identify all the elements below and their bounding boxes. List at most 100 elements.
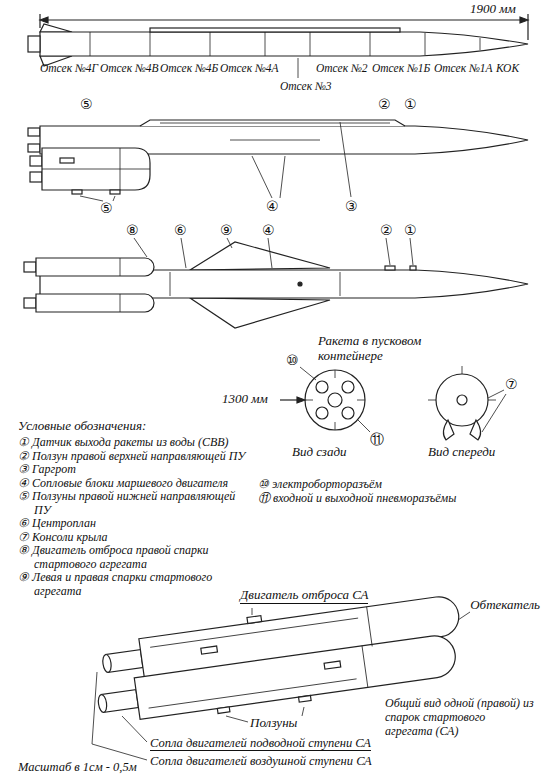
callout-number: ④: [266, 198, 279, 214]
missile-side-view-middle: [160, 123, 390, 140]
legend-entry: ⑧ Двигатель отброса правой спарки старто…: [18, 544, 246, 571]
container-end-views: [428, 366, 496, 400]
missile-side-view-bottom: [24, 298, 36, 308]
part-label: Обтекатель: [470, 598, 540, 613]
missile-side-view-top: [28, 14, 528, 78]
missile-side-view-top: [90, 32, 480, 56]
booster-pod-view: [299, 695, 312, 702]
callout-number: ⑤: [100, 200, 113, 216]
container-end-views: [342, 407, 354, 419]
legend-entry: ⑥ Центроплан: [18, 517, 246, 531]
missile-side-view-middle: [28, 120, 528, 201]
missile-side-view-bottom: [134, 238, 413, 268]
part-label: Двигатель отброса СА: [240, 588, 368, 604]
compartment-label: Отсек №1А: [434, 62, 493, 75]
missile-side-view-top: [40, 32, 528, 56]
callout-number: ①: [404, 96, 417, 112]
callout-number: ②: [380, 222, 393, 238]
missile-side-view-bottom: [298, 282, 302, 286]
missile-side-view-middle: [28, 144, 40, 152]
missile-side-view-top: [28, 36, 40, 52]
compartment-label: Отсек №4В: [100, 62, 159, 75]
booster-pod-view: [247, 616, 262, 624]
part-label: Сопла двигателей подводной ступени СА: [150, 736, 371, 751]
container-end-views: [482, 390, 506, 432]
container-end-views: [300, 367, 370, 432]
container-end-views: [328, 393, 342, 407]
container-end-views: [280, 366, 506, 440]
compartment-label: Отсек №2: [316, 62, 368, 75]
booster-pod-view: [201, 646, 218, 654]
compartment-label: КОК: [496, 62, 519, 75]
container-end-views: [316, 407, 328, 419]
part-label: Сопла двигателей воздушной ступени СА: [150, 754, 372, 768]
missile-side-view-middle: [80, 122, 351, 201]
compartment-label: Отсек №4Б: [160, 62, 218, 75]
legend-heading: Условные обозначения:: [18, 419, 146, 434]
container-end-views: [316, 381, 328, 393]
callout-number: ⑥: [174, 222, 187, 238]
missile-side-view-top: [40, 17, 48, 23]
legend-entry: ⑤ Ползуны правой нижней направляющей ПУ: [18, 490, 246, 517]
callout-number: ④: [262, 222, 275, 238]
missile-side-view-middle: [110, 190, 120, 194]
missile-side-view-bottom: [24, 262, 36, 272]
missile-side-view-bottom: [190, 298, 330, 328]
legend-entry: ② Ползун правой верхней направляющей ПУ: [18, 450, 246, 464]
callout-number: ⑨: [220, 222, 233, 238]
missile-side-view-top: [150, 28, 400, 32]
missile-side-view-bottom: [190, 242, 330, 270]
view-caption: Общий вид одной (правой) из спарок старт…: [385, 697, 535, 738]
container-end-views: [436, 374, 488, 426]
legend-entry: ③ Гаргрот: [18, 463, 246, 477]
callout-number: ⑦: [505, 376, 518, 392]
dimension-label: 1900 мм: [470, 2, 516, 17]
missile-side-view-middle: [42, 148, 150, 190]
booster-pod-view: [97, 694, 107, 713]
callout-number: ⑪: [370, 431, 384, 447]
container-end-views: [443, 420, 454, 440]
booster-pod-view: [102, 654, 112, 673]
missile-side-view-middle: [60, 158, 74, 163]
booster-pod-view: [324, 661, 341, 669]
legend-entry: ⑪ входной и выходной пневморазъёмы: [258, 492, 538, 506]
missile-side-view-bottom: [120, 258, 340, 312]
missile-side-view-bottom: [36, 258, 154, 276]
missile-side-view-top: [520, 17, 528, 23]
callout-number: ③: [345, 198, 358, 214]
compartment-label: Отсек №1Б: [372, 62, 430, 75]
legend-list: ① Датчик выхода ракеты из воды (СВВ)② По…: [18, 436, 246, 598]
missile-side-view-bottom: [24, 238, 528, 328]
dimension-label: 1300 мм: [222, 392, 268, 407]
legend-entry: ⑦ Консоли крыла: [18, 531, 246, 545]
callout-number: ⑤: [80, 96, 93, 112]
container-end-views: [305, 370, 365, 430]
booster-pod-view: [139, 607, 378, 718]
compartment-label: Отсек №4А: [220, 62, 279, 75]
container-end-views: [457, 395, 467, 405]
legend-entry: ⑨ Левая и правая спарки стартового агрег…: [18, 571, 246, 598]
compartment-label: Отсек №3: [280, 80, 332, 93]
compartment-label: Отсек №4Г: [40, 62, 98, 75]
missile-side-view-middle: [30, 156, 42, 166]
view-caption: Вид сзади: [292, 445, 347, 460]
legend-entry: ④ Сопловые блоки маршевого двигателя: [18, 477, 246, 491]
callout-number: ①: [404, 222, 417, 238]
legend-entry: ⑩ электроборторазъём: [258, 478, 538, 492]
missile-side-view-middle: [28, 128, 40, 136]
container-end-views: [342, 381, 354, 393]
view-caption: Вид спереди: [428, 445, 495, 460]
missile-side-view-middle: [72, 190, 82, 194]
legend-list: ⑩ электроборторазъём⑪ входной и выходной…: [258, 478, 538, 505]
legend-entry: ① Датчик выхода ракеты из воды (СВВ): [18, 436, 246, 450]
missile-side-view-top: [298, 58, 299, 78]
container-end-views: [297, 397, 305, 403]
missile-side-view-bottom: [410, 266, 416, 270]
callout-number: ②: [378, 96, 391, 112]
missile-side-view-top: [40, 24, 72, 32]
scale-note: Масштаб в 1см - 0,5м: [18, 760, 137, 774]
view-caption: Ракета в пусковом контейнере: [318, 334, 458, 364]
container-end-views: [305, 370, 365, 430]
